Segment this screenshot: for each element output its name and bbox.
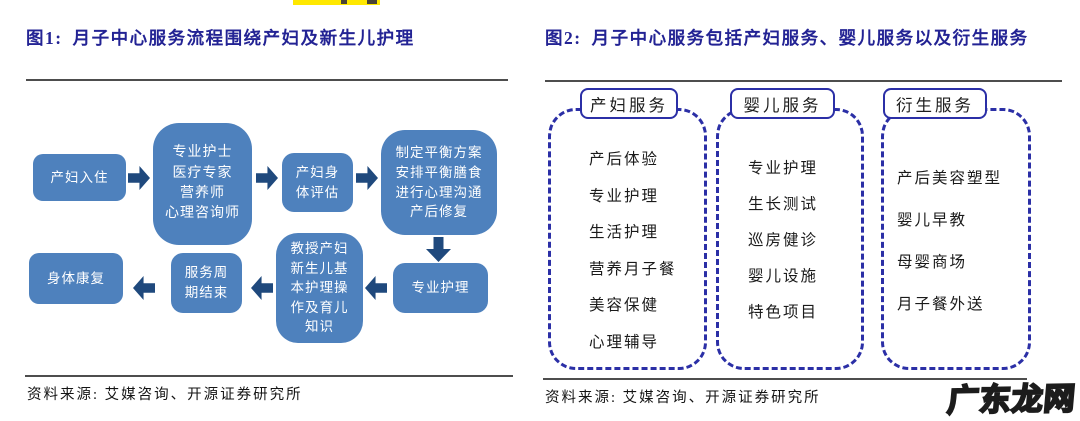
list-item: 产后美容塑型: [897, 170, 1003, 187]
arrow-left-icon: [133, 276, 155, 300]
highlight-mark: [367, 0, 377, 4]
figure2-top-rule: [545, 80, 1062, 82]
flow-box-service-period-end: 服务周 期结束: [171, 253, 242, 313]
arrow-down-icon: [426, 237, 451, 262]
flow-box-professional-team: 专业护士 医疗专家 营养师 心理咨询师: [153, 123, 252, 245]
arrow-right-icon: [256, 166, 278, 190]
figure1-top-rule: [26, 79, 508, 81]
figure2-title: 图2: 月子中心服务包括产妇服务、婴儿服务以及衍生服务: [545, 25, 1057, 52]
figure1-title: 图1: 月子中心服务流程围绕产妇及新生儿护理: [26, 25, 526, 52]
column-header-infant-services: 婴儿服务: [730, 88, 835, 119]
flow-box-teach-care-knowledge: 教授产妇 新生儿基 本护理操 作及育儿 知识: [276, 233, 363, 343]
flow-box-balanced-plan: 制定平衡方案 安排平衡膳食 进行心理沟通 产后修复: [381, 130, 497, 235]
list-item: 心理辅导: [589, 333, 660, 351]
figure2-bottom-rule: [543, 378, 1027, 380]
arrow-left-icon: [251, 276, 273, 300]
highlight-mark: [341, 0, 347, 4]
arrow-right-icon: [128, 166, 150, 190]
column-header-maternal-services: 产妇服务: [580, 88, 678, 119]
maternal-services-list: 产后体验 专业护理 生活护理 营养月子餐 美容保健 心理辅导: [589, 108, 677, 361]
flow-box-body-recovery: 身体康复: [29, 253, 123, 304]
list-item: 巡房健诊: [748, 232, 819, 249]
figure1-title-text: 月子中心服务流程围绕产妇及新生儿护理: [72, 28, 415, 48]
list-item: 特色项目: [748, 304, 819, 321]
list-item: 婴儿早教: [897, 212, 968, 229]
column-header-derivative-services: 衍生服务: [883, 88, 987, 119]
list-item: 产后体验: [589, 151, 660, 168]
list-item: 母婴商场: [897, 254, 968, 271]
arrow-right-icon: [356, 166, 378, 190]
arrow-left-icon: [365, 276, 387, 300]
list-item: 生长测试: [748, 196, 819, 213]
figure2-label: 图2:: [545, 28, 582, 48]
figure2-source: 资料来源: 艾媒咨询、开源证券研究所: [545, 390, 821, 406]
list-item: 美容保健: [589, 297, 660, 314]
figure1-label: 图1:: [26, 28, 63, 48]
list-item: 婴儿设施: [748, 268, 819, 285]
figure1-bottom-rule: [25, 375, 513, 377]
figure1-source: 资料来源: 艾媒咨询、开源证券研究所: [27, 387, 303, 403]
list-item: 生活护理: [589, 224, 660, 241]
list-item: 专业护理: [589, 187, 660, 205]
list-item: 专业护理: [748, 160, 819, 177]
figure2-title-text: 月子中心服务包括产妇服务、婴儿服务以及衍生服务: [591, 28, 1029, 48]
highlight-fragment: [293, 0, 380, 5]
list-item: 营养月子餐: [589, 260, 677, 278]
flow-box-body-assessment: 产妇身 体评估: [282, 153, 353, 212]
list-item: 月子餐外送: [897, 296, 985, 313]
derivative-services-list: 产后美容塑型 婴儿早教 母婴商场 月子餐外送: [897, 108, 1002, 326]
infant-services-list: 专业护理 生长测试 巡房健诊 婴儿设施 特色项目: [748, 108, 818, 331]
watermark-logo: 广东龙网: [945, 380, 1079, 420]
flow-box-professional-care: 专业护理: [393, 263, 488, 313]
flow-box-maternal-checkin: 产妇入住: [33, 154, 126, 201]
